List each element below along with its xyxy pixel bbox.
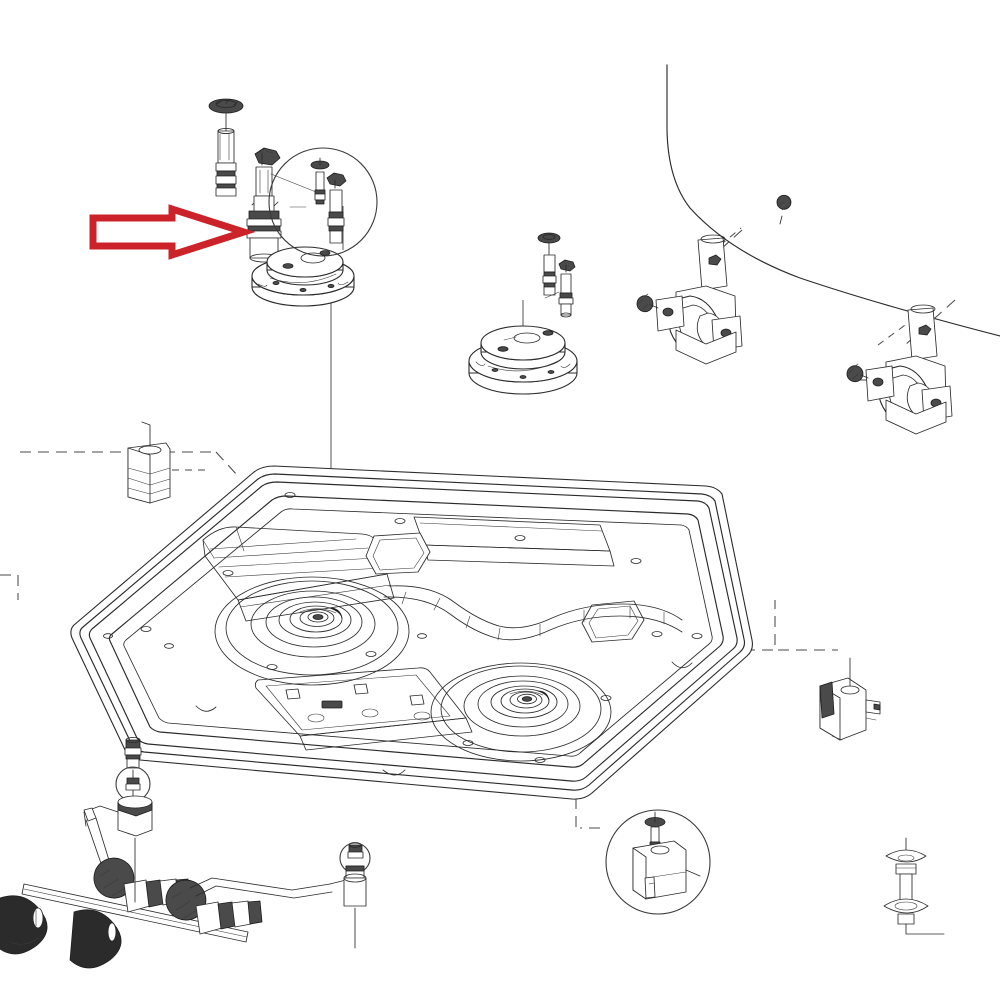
cable-clamp-bracket-left: [636, 234, 743, 365]
gas-valve-right: [165, 877, 347, 935]
burner-cap-right: [537, 232, 561, 244]
orifice-spud-lower-mid: [339, 842, 371, 949]
control-knob-right: [69, 909, 122, 969]
ignition-module-left: [127, 421, 171, 504]
igniter-electrode-right: [544, 259, 576, 318]
control-panel-recess: [254, 667, 473, 751]
control-knob-left: [0, 895, 48, 955]
igniter-electrode-detail: [268, 147, 378, 257]
switch-module-right: [819, 657, 881, 741]
burner-base-right: [468, 325, 578, 395]
cable-clamp-bracket-right: [846, 304, 953, 435]
plate-mounting-holes: [103, 492, 703, 763]
igniter-electrode-left: [254, 147, 281, 197]
clamp-screw-upper: [776, 194, 792, 225]
burner-well-rear: [214, 576, 410, 686]
burner-well-front: [430, 662, 612, 762]
burner-base-left: [251, 246, 355, 307]
solenoid-detail-lower-right: [605, 809, 711, 915]
burner-head-left: [215, 112, 237, 197]
grate-lug-rear: [365, 532, 431, 575]
orifice-spud-lower-left: [124, 736, 142, 801]
wire-harness: [666, 64, 1000, 337]
highlight-arrow: [89, 204, 256, 260]
washer-detail-lower-left: [115, 766, 151, 802]
burner-cap-left: [208, 98, 244, 114]
burner-head-right: [542, 242, 557, 296]
cooktop-plate: [70, 465, 753, 800]
thermocouple-probe: [883, 837, 945, 935]
gas-valve-left: [83, 795, 191, 913]
